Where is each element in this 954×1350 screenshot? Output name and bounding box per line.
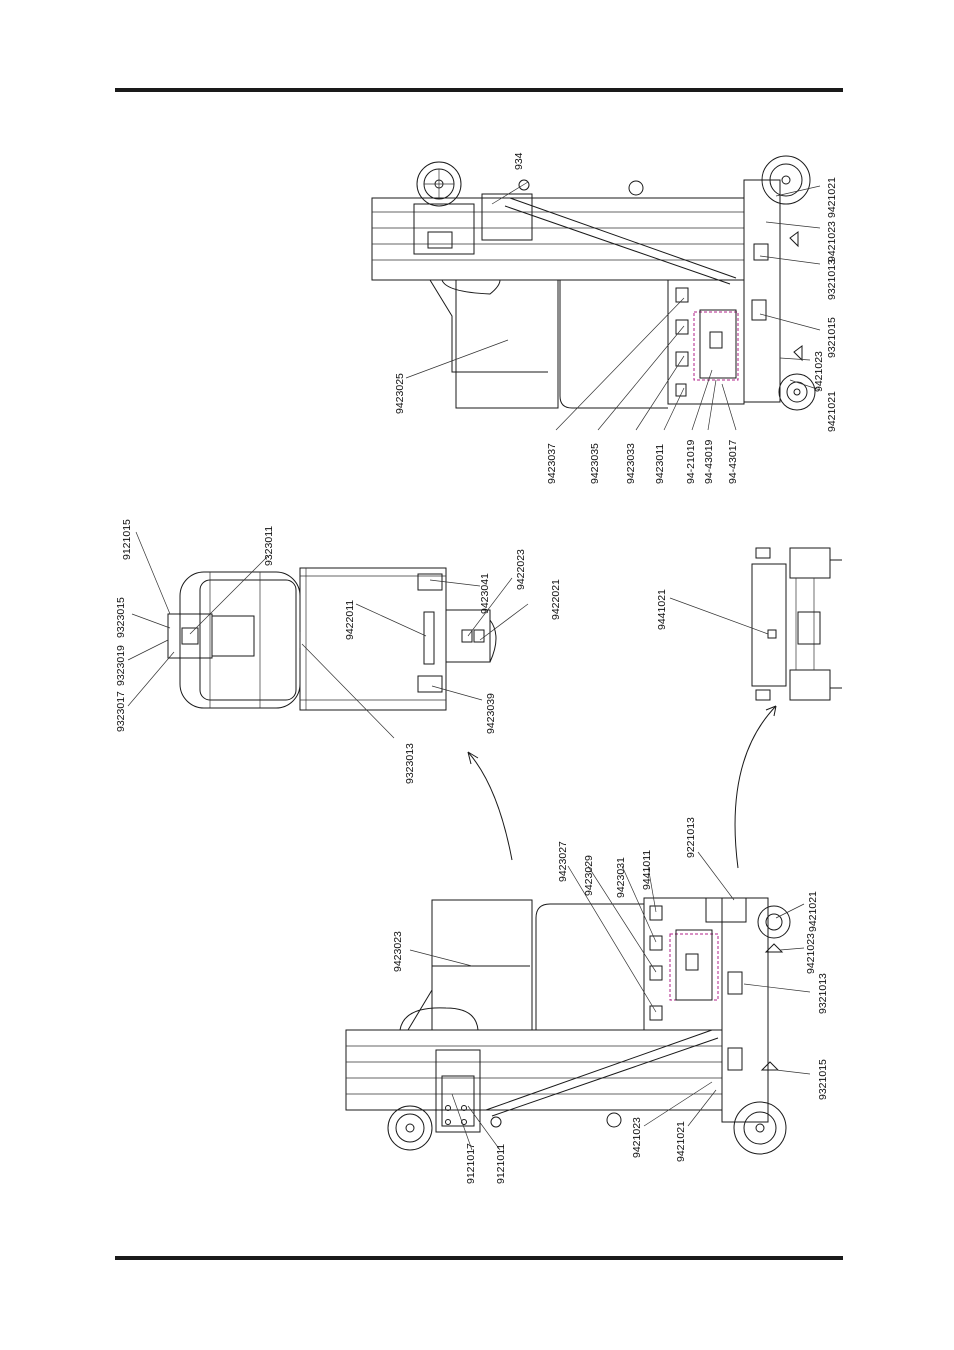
label-v4-4: 9423031 (615, 857, 627, 898)
label-v1-4: 9321013 (826, 259, 838, 300)
label-v4-11: 9421023 (631, 1117, 643, 1158)
label-v2-11: 9323013 (404, 743, 416, 784)
label-v1-15: 94-43017 (727, 439, 739, 484)
label-v4-3: 9423029 (583, 855, 595, 896)
label-v2-1: 9121015 (121, 519, 133, 560)
label-v4-7: 9421021 (807, 891, 819, 932)
label-v4-9: 9321013 (817, 973, 829, 1014)
label-v4-5: 9441011 (641, 850, 653, 890)
label-v2-2: 9323015 (115, 597, 127, 638)
label-v1-6: 9421023 (813, 351, 825, 392)
arrow-right (734, 705, 777, 869)
side-view-bottom (345, 851, 811, 1155)
label-v2-6: 9422011 (344, 600, 356, 640)
label-v1-9: 9423037 (546, 443, 558, 484)
header-rule (115, 88, 843, 92)
part-labels: 934 9421021 9421023 9321013 9321015 9421… (115, 152, 838, 1184)
label-v4-13: 9121017 (465, 1143, 477, 1184)
label-v4-10: 9321015 (817, 1059, 829, 1100)
label-v2-10: 9423039 (485, 693, 497, 734)
label-v2-5: 9323011 (263, 526, 275, 566)
label-v1-7: 9421021 (826, 391, 838, 432)
label-v1-13: 94-21019 (685, 439, 697, 484)
label-v1-5: 9321015 (826, 317, 838, 358)
label-v2-9: 9422021 (550, 579, 562, 620)
label-v1-2: 9421021 (826, 177, 838, 218)
label-v1-12: 9423011 (654, 444, 666, 484)
side-view-top (371, 155, 821, 431)
label-v1-1: 934 (513, 152, 525, 170)
label-v4-12: 9421021 (675, 1121, 687, 1162)
label-v2-7: 9423041 (479, 573, 491, 614)
label-v1-8: 9423025 (394, 373, 406, 414)
label-v1-14: 94-43019 (703, 439, 715, 484)
label-v4-14: 9121011 (495, 1144, 507, 1184)
label-v4-6: 9221013 (685, 817, 697, 858)
label-v1-3: 9421023 (826, 221, 838, 262)
label-v4-1: 9423023 (392, 931, 404, 972)
label-v2-4: 9323017 (115, 691, 127, 732)
label-v1-11: 9423033 (625, 443, 637, 484)
label-v1-10: 9423035 (589, 443, 601, 484)
label-v4-8: 9421023 (805, 933, 817, 974)
footer-rule (115, 1256, 843, 1260)
label-v3-1: 9441021 (656, 589, 668, 630)
label-v2-8: 9422023 (515, 549, 527, 590)
label-v4-2: 9423027 (557, 841, 569, 882)
end-view-right (669, 547, 842, 701)
top-view-middle (127, 531, 529, 739)
arrow-left (467, 751, 513, 861)
label-v2-3: 9323019 (115, 645, 127, 686)
